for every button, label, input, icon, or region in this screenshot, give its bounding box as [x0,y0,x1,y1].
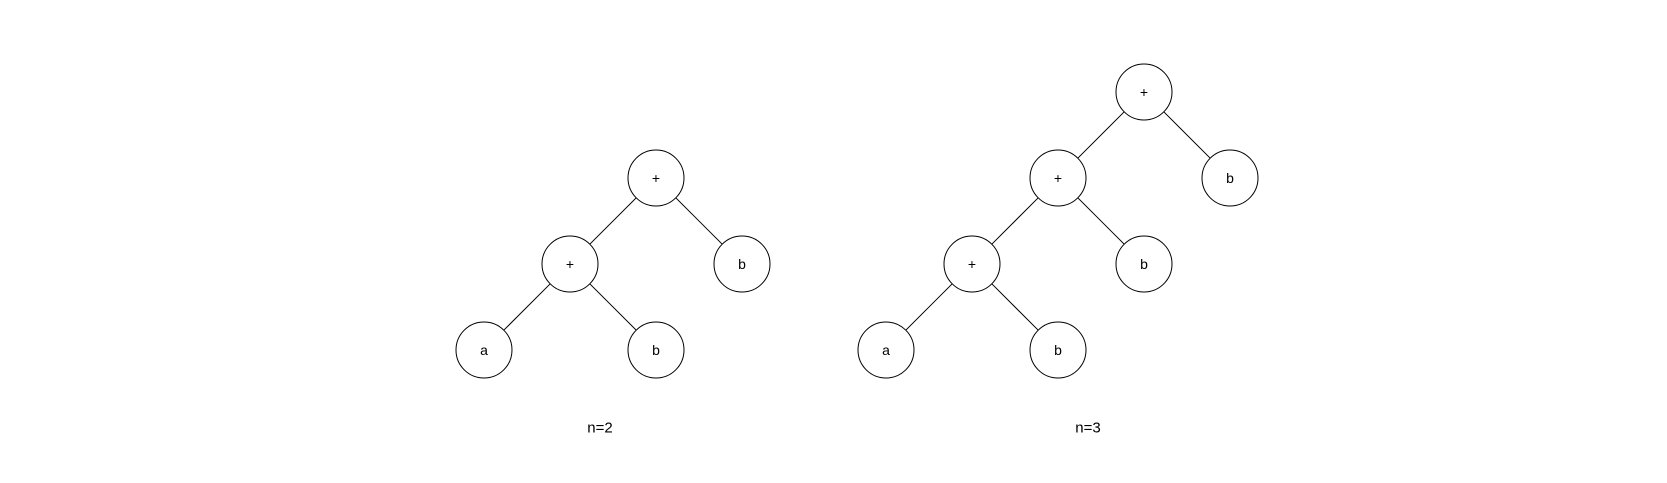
node-circle [713,235,771,293]
node-label: b [738,256,746,272]
tree-node-b3: b [1029,321,1087,379]
tree-node-plus1: + [1029,149,1087,207]
tree-node-root: + [627,149,685,207]
tree-node-b1: b [1201,149,1259,207]
node-label: b [1140,256,1148,272]
node-circle [541,235,599,293]
node-circle [1029,149,1087,207]
tree-caption: n=2 [587,420,612,437]
node-circle [1115,235,1173,293]
edge-plus-b_bottom [589,283,637,331]
node-label: + [652,170,660,186]
node-label: + [968,256,976,272]
node-label: + [566,256,574,272]
edge-root-plus [589,197,637,245]
edge-plus-a [503,283,551,331]
node-label: b [1226,170,1234,186]
tree-node-a: a [455,321,513,379]
node-label: b [1054,342,1062,358]
edge-root-b_top [675,197,723,245]
tree-node-b_bottom: b [627,321,685,379]
node-circle [857,321,915,379]
tree-node-plus2: + [943,235,1001,293]
node-circle [943,235,1001,293]
node-label: b [652,342,660,358]
node-circle [627,321,685,379]
tree-node-plus: + [541,235,599,293]
node-circle [1201,149,1259,207]
node-label: + [1054,170,1062,186]
tree-n2: + + b a b n=2 [455,149,771,437]
edge-plus1-b2 [1077,197,1125,245]
tree-caption: n=3 [1075,420,1100,437]
edge-plus2-a [905,283,953,331]
node-circle [627,149,685,207]
tree-n3: + + b + b a b n=3 [857,63,1259,437]
node-label: + [1140,84,1148,100]
tree-node-root: + [1115,63,1173,121]
tree-node-a: a [857,321,915,379]
node-circle [1029,321,1087,379]
tree-node-b_top: b [713,235,771,293]
node-label: a [882,342,890,358]
node-label: a [480,342,488,358]
edge-root-b1 [1163,111,1211,159]
tree-node-b2: b [1115,235,1173,293]
node-circle [1115,63,1173,121]
node-circle [455,321,513,379]
edge-plus1-plus2 [991,197,1039,245]
edge-root-plus1 [1077,111,1125,159]
edge-plus2-b3 [991,283,1039,331]
